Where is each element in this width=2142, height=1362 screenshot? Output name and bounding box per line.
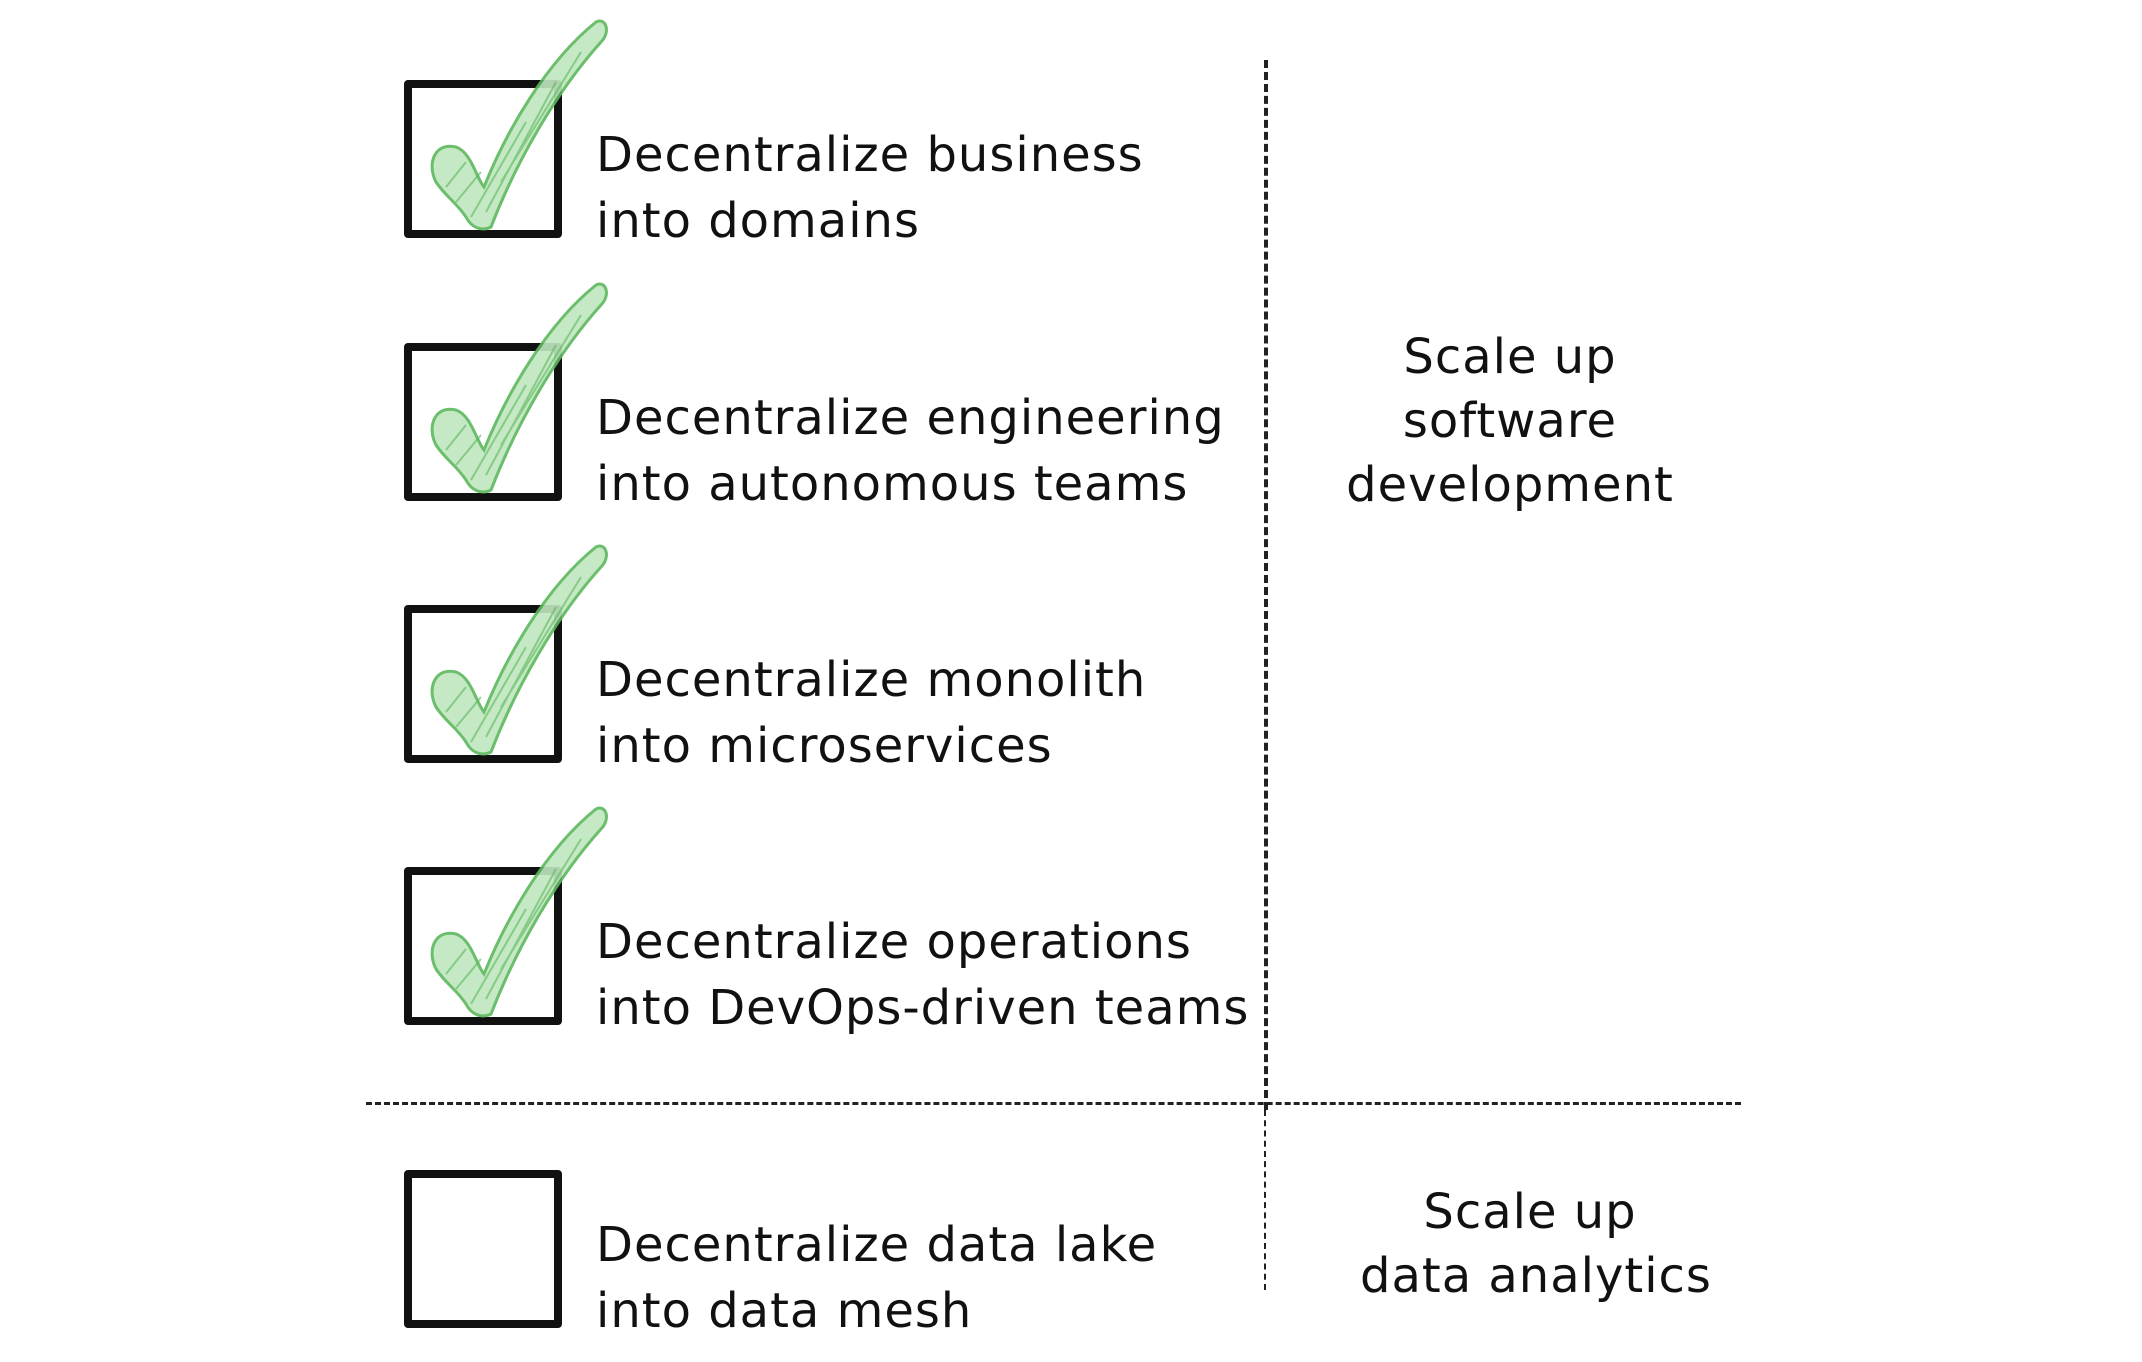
item-label: Decentralize monolith into microservices: [596, 652, 1147, 774]
checkbox[interactable]: [404, 1170, 562, 1328]
item-label: Decentralize engineering into autonomous…: [596, 390, 1225, 512]
checkmark-icon: [430, 806, 608, 1018]
checkbox[interactable]: [404, 867, 562, 1025]
checkbox[interactable]: [404, 343, 562, 501]
checklist-item-data-lake[interactable]: Decentralize data lake into data mesh: [396, 1162, 1296, 1339]
item-label: Decentralize operations into DevOps-driv…: [596, 914, 1250, 1036]
item-label: Decentralize data lake into data mesh: [596, 1217, 1158, 1339]
vertical-divider: [1264, 60, 1268, 1110]
checklist-item-operations[interactable]: Decentralize operations into DevOps-driv…: [396, 806, 1296, 1036]
item-label: Decentralize business into domains: [596, 127, 1144, 249]
checkbox[interactable]: [404, 80, 562, 238]
checkmark-icon: [430, 19, 608, 231]
checklist-item-engineering[interactable]: Decentralize engineering into autonomous…: [396, 282, 1296, 512]
vertical-divider-lower: [1264, 1110, 1266, 1290]
checklist-item-business[interactable]: Decentralize business into domains: [396, 19, 1296, 249]
checkmark-icon: [430, 282, 608, 494]
checkmark-icon: [430, 544, 608, 756]
group-label-data: Scale up data analytics: [1360, 1184, 1712, 1304]
checklist-item-monolith[interactable]: Decentralize monolith into microservices: [396, 544, 1296, 774]
checkbox[interactable]: [404, 605, 562, 763]
group-label-software: Scale up software development: [1346, 329, 1674, 513]
horizontal-divider: [366, 1102, 1741, 1105]
